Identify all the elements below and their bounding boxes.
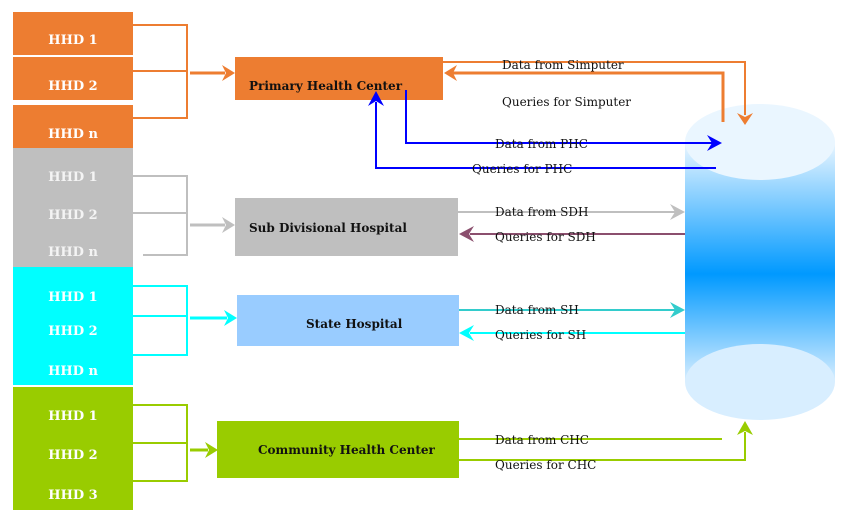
flow-label: Queries for SH [495,328,586,342]
arrow-head-icon [368,91,384,106]
center-label: Community Health Center [258,443,435,457]
hhd-label: HHD 2 [48,324,97,339]
sub-divisional-hospital-box [235,198,458,256]
hhd-label: HHD 3 [48,488,97,503]
hhd-label: HHD n [48,127,98,142]
arrow-head-icon [737,421,753,435]
flow-label: Data from SH [495,303,579,317]
center-label: Primary Health Center [249,79,403,93]
center-label: State Hospital [306,317,403,331]
flow-lines [375,61,746,461]
hhd-label: HHD n [48,245,98,260]
arrow-head-icon [459,325,474,341]
arrow-head-icon [737,113,753,125]
database-cylinder [685,104,835,420]
arrow-head-icon [670,204,685,220]
hhd-label: HHD 1 [48,170,97,185]
flow-label: Queries for PHC [472,162,572,176]
hhd-label: HHD 2 [48,79,97,94]
arrow-head-icon [224,310,237,326]
sh-households: HHD 1 HHD 2 HHD n [13,267,133,385]
chc-households: HHD 1 HHD 2 HHD 3 [13,387,133,510]
flow-label: Queries for Simputer [502,95,631,109]
hhd-label: HHD 1 [48,409,97,424]
flow-label: Queries for SDH [495,230,596,244]
arrow-head-icon [222,217,235,233]
community-health-center-box [217,421,459,478]
flow-label: Data from SDH [495,205,588,219]
phc-households: HHD 1 HHD 2 HHD n [13,12,133,148]
hhd-label: HHD 1 [48,290,97,305]
flow-label: Data from CHC [495,433,589,447]
arrow-head-icon [707,135,722,151]
state-hospital-box [237,295,459,346]
center-label: Sub Divisional Hospital [249,221,407,235]
primary-health-center-box [235,57,443,100]
hhd-label: HHD 1 [48,33,97,48]
hhd-label: HHD n [48,364,98,379]
arrow-head-icon [444,65,457,81]
arrow-head-icon [459,226,474,242]
hhd-label: HHD 2 [48,448,97,463]
arrow-head-icon [205,442,218,458]
arrow-head-icon [222,65,235,81]
brackets [133,24,227,482]
arrow-head-icon [670,302,685,318]
flow-label: Data from PHC [495,137,588,151]
flow-label: Data from Simputer [502,58,624,72]
hhd-label: HHD 2 [48,208,97,223]
sdh-households: HHD 1 HHD 2 HHD n [13,148,133,267]
flow-label: Queries for CHC [495,458,596,472]
